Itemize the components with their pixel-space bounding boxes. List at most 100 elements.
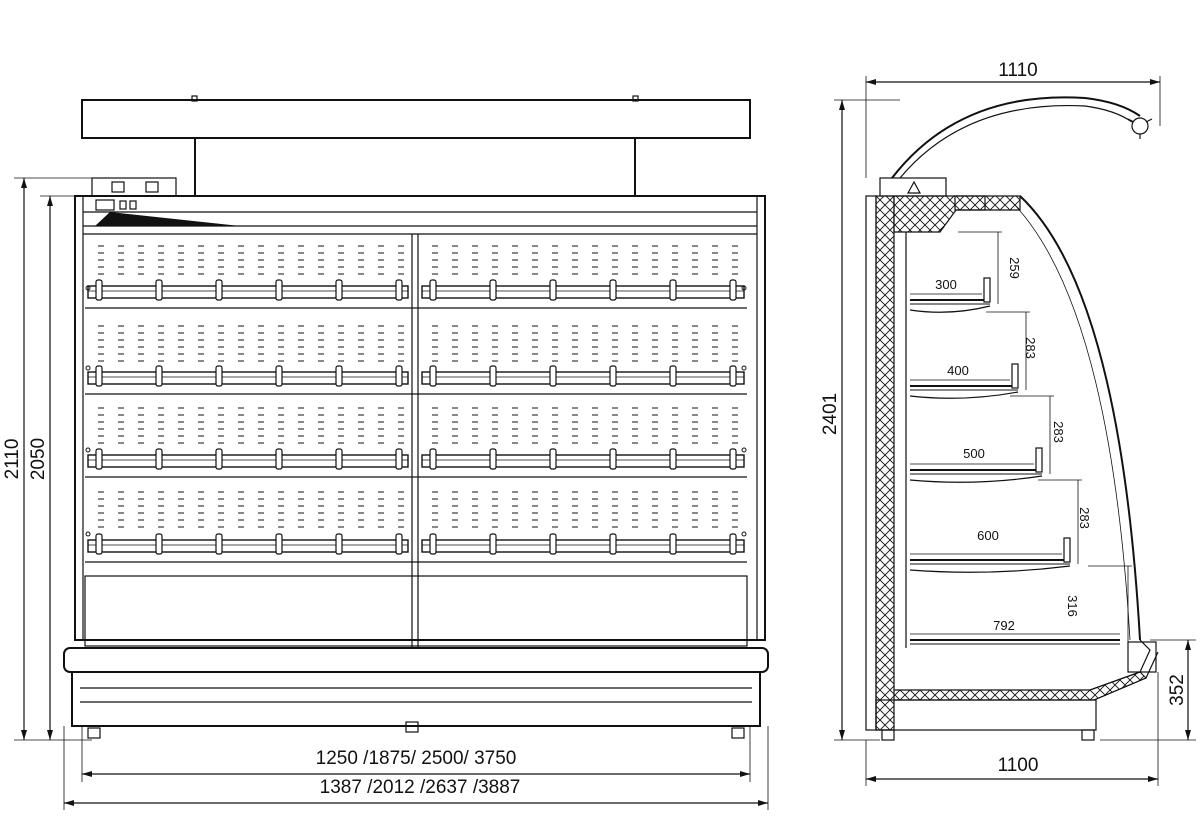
shelf-bracket	[909, 565, 1071, 573]
shelf-bracket	[909, 475, 1043, 483]
front-curtain	[1019, 195, 1141, 641]
shelf-rail	[421, 285, 745, 299]
price-rail	[983, 277, 991, 303]
shelf-bracket	[335, 365, 343, 387]
shelf-depth-label: 792	[993, 618, 1015, 633]
shelf-bracket	[429, 448, 437, 470]
front-width-inner-label: 1250 /1875/ 2500/ 3750	[316, 748, 517, 769]
shelf-bracket	[395, 279, 403, 301]
shelf-bracket	[609, 365, 617, 387]
shelf-bracket	[95, 533, 103, 555]
canopy	[81, 99, 751, 139]
shelf-bracket	[729, 448, 737, 470]
shelf-depth-label: 300	[935, 277, 957, 292]
shelf-bracket	[549, 448, 557, 470]
shelf-bracket	[275, 448, 283, 470]
shelf-gap-label: 283	[1077, 507, 1092, 529]
side-base-height-label: 352	[1167, 674, 1188, 706]
side-depth-bottom-label: 1100	[998, 755, 1039, 776]
shelf-gap-label: 283	[1051, 421, 1066, 443]
light-arm	[891, 96, 1141, 179]
foot	[731, 727, 745, 739]
price-rail	[1063, 537, 1071, 563]
side-depth-top-label: 1110	[998, 60, 1037, 81]
price-rail	[1035, 447, 1043, 473]
shelf-bracket	[395, 448, 403, 470]
fixing-dot	[741, 531, 747, 537]
shelf-depth-label: 400	[947, 363, 969, 378]
shelf-rail	[87, 454, 409, 468]
shelf-bracket	[489, 448, 497, 470]
shelf-bracket	[909, 391, 1019, 399]
fixing-dot	[85, 285, 91, 291]
shelf-depth-label: 600	[977, 528, 999, 543]
shelf-rail	[421, 454, 745, 468]
front-view	[63, 95, 769, 739]
shelf-bracket	[669, 365, 677, 387]
fixing-dot	[741, 365, 747, 371]
side-dimensions: 1110 1100 2401 352	[820, 60, 1196, 786]
base-bumper	[63, 647, 769, 673]
control-box	[91, 177, 177, 197]
shelf-bays	[85, 245, 747, 563]
fixing-dot	[741, 447, 747, 453]
shelf-rail	[421, 539, 745, 553]
shelf-bracket	[669, 448, 677, 470]
fixing-dot	[85, 447, 91, 453]
shelf-bracket	[609, 448, 617, 470]
shelf-bracket	[95, 279, 103, 301]
shelf-bracket	[729, 533, 737, 555]
shelf-bracket	[275, 365, 283, 387]
shelf-bracket	[669, 533, 677, 555]
lamp-icon	[1131, 117, 1149, 135]
front-width-outer-label: 1387 /2012 /2637 /3887	[320, 777, 521, 798]
shelf-bracket	[669, 279, 677, 301]
shelf-bracket	[215, 279, 223, 301]
front-height-total-label: 2110	[2, 439, 23, 480]
shelf-bracket	[729, 279, 737, 301]
shelf-bracket	[215, 448, 223, 470]
shelf-gap-label: 259	[1007, 257, 1022, 279]
shelf-bracket	[549, 365, 557, 387]
side-height-total-label: 2401	[820, 393, 841, 435]
shelf-bracket	[489, 533, 497, 555]
foot	[881, 729, 895, 741]
shelf-gap-labels: 259 283 283 283 316	[1007, 257, 1092, 617]
shelf-rail	[87, 371, 409, 385]
shelf-rail	[87, 539, 409, 553]
shelf-bracket	[155, 448, 163, 470]
shelf-bracket	[395, 365, 403, 387]
shelf-bracket	[549, 533, 557, 555]
foot	[87, 727, 101, 739]
shelf-bracket	[729, 365, 737, 387]
shelf-bracket	[429, 279, 437, 301]
shelf-bracket	[95, 365, 103, 387]
price-rail	[1011, 363, 1019, 389]
front-dimensions: 2110 2050 1250 /1875/ 2500/ 3750 1387 /2…	[2, 177, 769, 810]
shelf-bracket	[335, 279, 343, 301]
fixing-dot	[741, 285, 747, 291]
shelf-bracket	[429, 533, 437, 555]
shelf-depth-labels: 300 400 500 600 792	[935, 277, 1015, 633]
shelf-bracket	[395, 533, 403, 555]
display-panel	[95, 199, 115, 211]
shelf-bracket	[155, 365, 163, 387]
shelf-gap-label: 316	[1065, 595, 1080, 617]
shelf-gap-label: 283	[1023, 337, 1038, 359]
shelf-bracket	[489, 279, 497, 301]
shelf-bracket	[489, 365, 497, 387]
shelf-bracket	[215, 365, 223, 387]
shelf-bracket	[609, 279, 617, 301]
side-shelves	[909, 231, 1132, 645]
shelf-depth-label: 500	[963, 446, 985, 461]
shelf-bracket	[549, 279, 557, 301]
shelf-rail	[421, 371, 745, 385]
base-frame	[875, 699, 1097, 731]
side-view	[865, 96, 1159, 741]
fixing-dot	[85, 531, 91, 537]
front-height-body-label: 2050	[28, 438, 49, 480]
warning-icon	[906, 180, 922, 194]
shelf-bracket	[429, 365, 437, 387]
lower-bin	[84, 575, 748, 647]
shelf-bracket	[909, 305, 991, 313]
